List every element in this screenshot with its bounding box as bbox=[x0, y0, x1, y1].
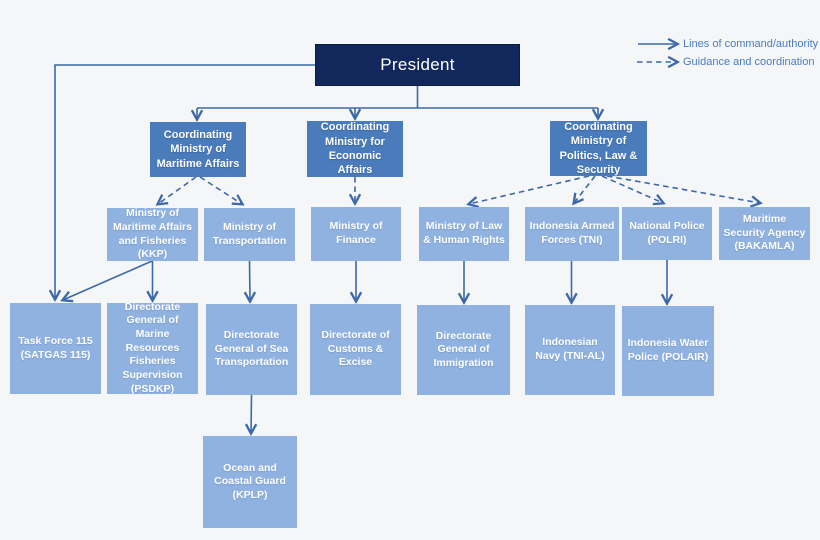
node-task-force-115: Task Force 115 (SATGAS 115) bbox=[10, 303, 101, 394]
node-indonesian-navy: Indonesian Navy (TNI-AL) bbox=[525, 305, 615, 395]
node-coordinating-ministry-economic-affairs: Coordinating Ministry for Economic Affai… bbox=[307, 121, 403, 177]
edge-cm-politics-polri bbox=[601, 175, 663, 203]
node-maritime-security-agency: Maritime Security Agency (BAKAMLA) bbox=[719, 207, 810, 260]
node-ocean-coastal-guard: Ocean and Coastal Guard (KPLP) bbox=[203, 436, 297, 528]
edge-cm-maritime-transportation bbox=[199, 176, 242, 204]
node-directorate-general-marine-resources-fisheries-supervision: Directorate General of Marine Resources … bbox=[107, 301, 198, 395]
legend-guidance-label: Guidance and coordination bbox=[683, 56, 815, 68]
edge-kkp-satgas115 bbox=[63, 260, 153, 300]
node-president: President bbox=[315, 44, 520, 86]
edge-cm-politics-law bbox=[469, 175, 590, 204]
edge-president-bus bbox=[197, 86, 598, 109]
node-indonesia-water-police: Indonesia Water Police (POLAIR) bbox=[622, 306, 714, 396]
node-ministry-law-human-rights: Ministry of Law & Human Rights bbox=[419, 207, 509, 261]
edge-cm-politics-tni bbox=[574, 175, 596, 203]
edge-cm-politics-bakamla bbox=[606, 175, 760, 203]
legend-command-label: Lines of command/authority bbox=[683, 38, 819, 50]
edge-president-satgas115 bbox=[55, 64, 315, 299]
node-coordinating-ministry-politics-law-security: Coordinating Ministry of Politics, Law &… bbox=[550, 121, 647, 176]
node-indonesia-armed-forces: Indonesia Armed Forces (TNI) bbox=[525, 207, 619, 261]
node-ministry-maritime-affairs-fisheries: Ministry of Maritime Affairs and Fisheri… bbox=[107, 207, 198, 261]
node-directorate-general-immigration: Directorate General of Immigration bbox=[417, 305, 510, 395]
node-coordinating-ministry-maritime-affairs: Coordinating Ministry of Maritime Affair… bbox=[150, 122, 246, 177]
edge-seatrans-kplp bbox=[251, 394, 252, 433]
edge-cm-maritime-kkp bbox=[158, 176, 197, 204]
node-directorate-general-sea-transportation: Directorate General of Sea Transportatio… bbox=[206, 304, 297, 395]
node-directorate-customs-excise: Directorate of Customs & Excise bbox=[310, 304, 401, 395]
node-national-police: National Police (POLRI) bbox=[622, 207, 712, 260]
edge-transportation-seatrans bbox=[250, 260, 251, 301]
node-ministry-transportation: Ministry of Transportation bbox=[204, 208, 295, 261]
node-ministry-finance: Ministry of Finance bbox=[311, 207, 401, 261]
